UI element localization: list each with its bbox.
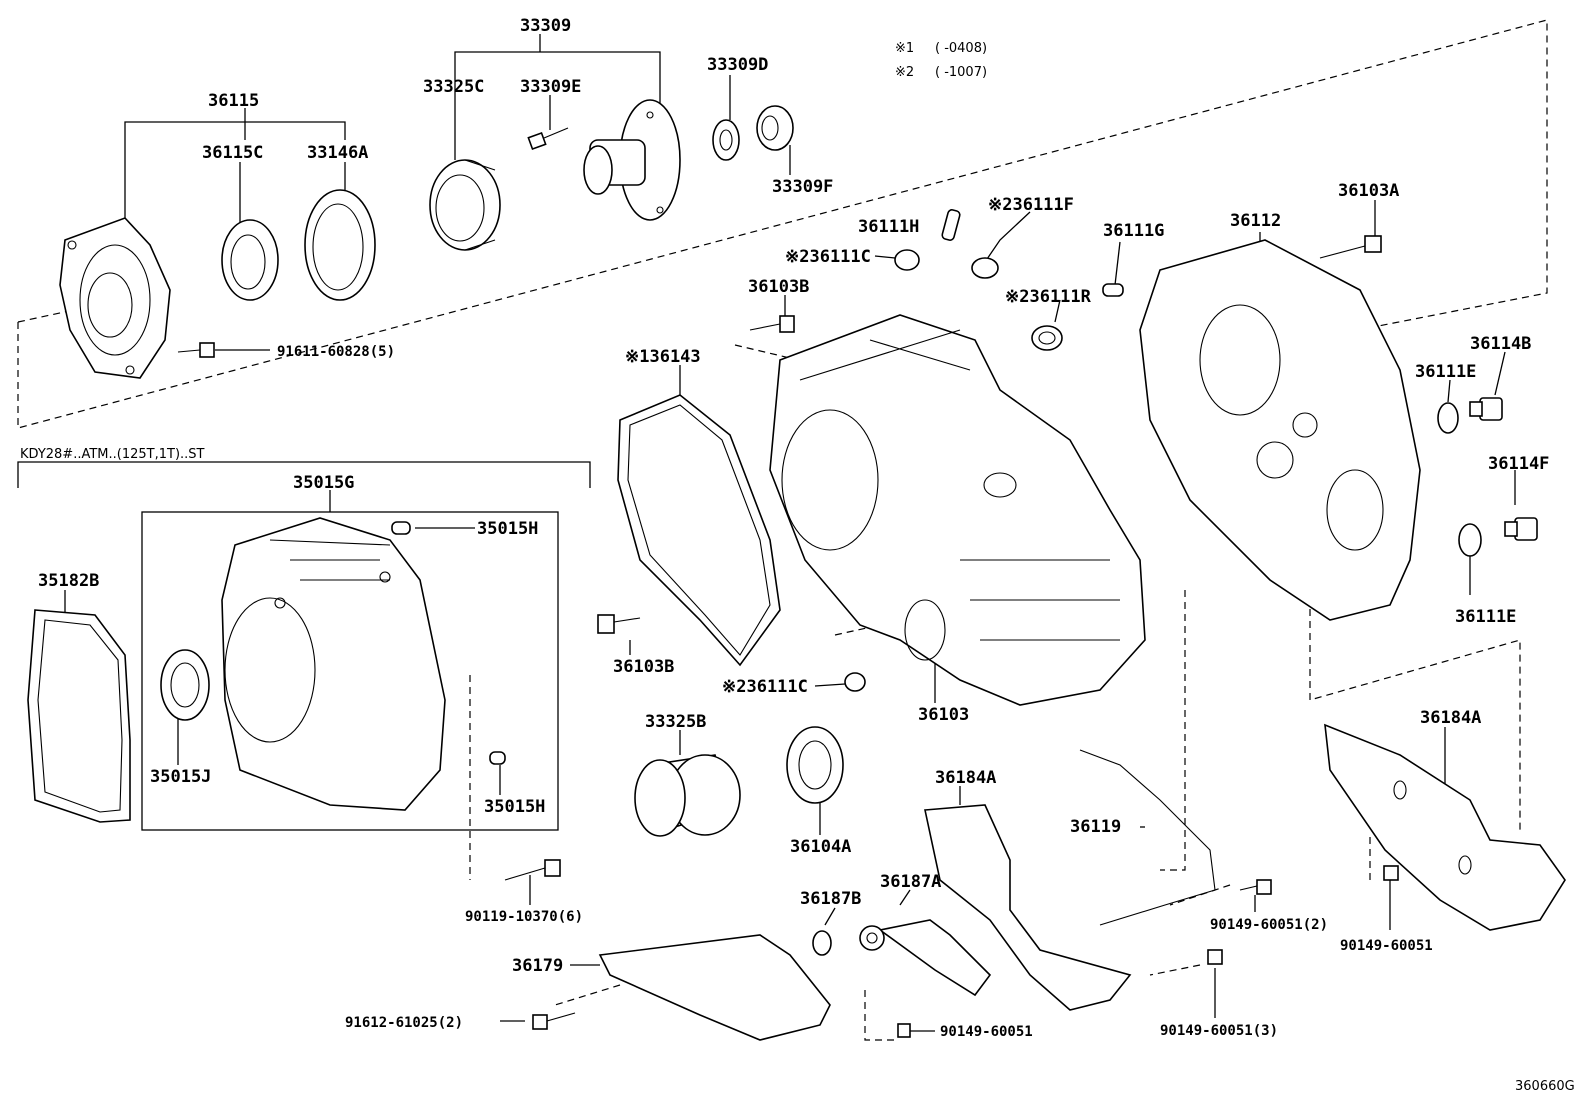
label-36104A: 36104A bbox=[790, 837, 851, 857]
legend-note2-mark: ※2 bbox=[895, 65, 914, 80]
part-90119-bolt bbox=[504, 859, 561, 881]
label-35015J: 35015J bbox=[150, 767, 211, 787]
label-36111E-bottom: 36111E bbox=[1455, 607, 1516, 627]
label-36103B-bottom: 36103B bbox=[613, 657, 674, 677]
label-36114B: 36114B bbox=[1470, 334, 1531, 354]
label-36111C-top: ※236111C bbox=[785, 247, 871, 267]
label-36114F: 36114F bbox=[1488, 454, 1549, 474]
part-33325C-bearing bbox=[429, 159, 501, 251]
part-35015H-pin-bottom bbox=[489, 751, 506, 765]
part-91611-bolt bbox=[177, 342, 215, 358]
part-33309-flange bbox=[583, 99, 681, 221]
part-90149-bolt-2 bbox=[1239, 879, 1272, 895]
part-36143-gasket bbox=[617, 394, 781, 667]
part-90149-bolt-right bbox=[1383, 865, 1399, 881]
part-36111R-ring bbox=[1031, 325, 1063, 351]
part-91612-bolt bbox=[532, 1012, 576, 1030]
part-36103A-bolt bbox=[1319, 235, 1382, 259]
part-36111F-plug bbox=[971, 257, 999, 279]
part-36114F-plug bbox=[1504, 517, 1538, 541]
label-36111H: 36111H bbox=[858, 217, 919, 237]
part-35015H-pin-top bbox=[391, 521, 411, 535]
part-36184A-shield-right bbox=[1324, 723, 1566, 931]
part-33146A-ring bbox=[304, 189, 376, 301]
part-35015G-adapter bbox=[221, 517, 446, 811]
part-36112-cover bbox=[1139, 239, 1421, 621]
label-36111C-bottom: ※236111C bbox=[722, 677, 808, 697]
part-36115-housing bbox=[59, 217, 171, 379]
part-36187A-sensor bbox=[859, 919, 992, 997]
legend-note2-text: ( -1007) bbox=[935, 65, 987, 80]
label-33325B: 33325B bbox=[645, 712, 706, 732]
part-33309E-bolt bbox=[527, 127, 569, 151]
label-35015H-bottom: 35015H bbox=[484, 797, 545, 817]
part-36111H-plug bbox=[941, 209, 961, 241]
part-36104A-seal bbox=[786, 726, 844, 804]
label-90149-3: 90149-60051(3) bbox=[1160, 1023, 1278, 1039]
part-36187B-oring bbox=[812, 930, 832, 956]
label-33309: 33309 bbox=[520, 16, 571, 36]
label-33309F: 33309F bbox=[772, 177, 833, 197]
legend-note1-text: ( -0408) bbox=[935, 41, 987, 56]
label-35015G: 35015G bbox=[293, 473, 354, 493]
label-36187A: 36187A bbox=[880, 872, 941, 892]
label-36115: 36115 bbox=[208, 91, 259, 111]
label-33325C: 33325C bbox=[423, 77, 484, 97]
part-36179-skid-plate bbox=[598, 934, 831, 1041]
variant-heading: KDY28#..ATM..(125T,1T)..ST bbox=[20, 447, 205, 462]
label-36111G: 36111G bbox=[1103, 221, 1164, 241]
label-36103A: 36103A bbox=[1338, 181, 1399, 201]
part-36111E-gasket-bottom bbox=[1458, 523, 1482, 557]
label-90149-2: 90149-60051(2) bbox=[1210, 917, 1328, 933]
legend-note1-mark: ※1 bbox=[895, 41, 914, 56]
part-36103-transfer-case bbox=[769, 314, 1146, 706]
part-36111C-top-plug bbox=[894, 249, 920, 271]
label-91612: 91612-61025(2) bbox=[345, 1015, 463, 1031]
callout-labels: 33309 33325C 33309E 33309D 33309F 36115 … bbox=[20, 16, 1575, 1094]
part-33309D-washer bbox=[712, 119, 740, 161]
label-36179: 36179 bbox=[512, 956, 563, 976]
variant-box-outline bbox=[17, 461, 591, 831]
part-36115C-seal bbox=[221, 219, 279, 301]
label-35015H-top: 35015H bbox=[477, 519, 538, 539]
label-36187B: 36187B bbox=[800, 889, 861, 909]
part-33325B-bearing bbox=[634, 754, 741, 837]
label-36184A-right: 36184A bbox=[1420, 708, 1481, 728]
part-36114B-plug bbox=[1469, 397, 1503, 421]
label-90149-bottom: 90149-60051 bbox=[940, 1024, 1033, 1040]
label-33309D: 33309D bbox=[707, 55, 768, 75]
label-36115C: 36115C bbox=[202, 143, 263, 163]
label-90119: 90119-10370(6) bbox=[465, 909, 583, 925]
part-35015J-seal bbox=[160, 649, 210, 721]
part-36111G-pin bbox=[1102, 283, 1124, 297]
label-36103: 36103 bbox=[918, 705, 969, 725]
part-36103B-bolt-bottom bbox=[597, 614, 641, 634]
label-91611: 91611-60828(5) bbox=[277, 344, 395, 360]
label-36112: 36112 bbox=[1230, 211, 1281, 231]
label-33309E: 33309E bbox=[520, 77, 581, 97]
label-33146A: 33146A bbox=[307, 143, 368, 163]
part-36111E-gasket-top bbox=[1437, 402, 1459, 434]
label-36111E-top: 36111E bbox=[1415, 362, 1476, 382]
label-36111F: ※236111F bbox=[988, 195, 1074, 215]
label-35182B: 35182B bbox=[38, 571, 99, 591]
label-36143: ※136143 bbox=[625, 347, 701, 367]
part-90149-bolt-3 bbox=[1207, 949, 1223, 965]
part-33309F-nut bbox=[756, 105, 794, 151]
label-90149-right: 90149-60051 bbox=[1340, 938, 1433, 954]
label-36111R: ※236111R bbox=[1005, 287, 1092, 307]
label-36119: 36119 bbox=[1070, 817, 1121, 837]
label-36103B-top: 36103B bbox=[748, 277, 809, 297]
part-36184A-shield-mid bbox=[924, 804, 1132, 1011]
part-35182B-gasket bbox=[27, 609, 131, 823]
diagram-id: 360660G bbox=[1515, 1079, 1575, 1094]
label-36184A-mid: 36184A bbox=[935, 768, 996, 788]
part-36111C-bottom-plug bbox=[844, 672, 866, 692]
part-90149-bolt-bottom bbox=[897, 1023, 911, 1038]
part-36103B-bolt-top bbox=[749, 315, 795, 333]
part-36119-harness bbox=[1079, 749, 1216, 926]
